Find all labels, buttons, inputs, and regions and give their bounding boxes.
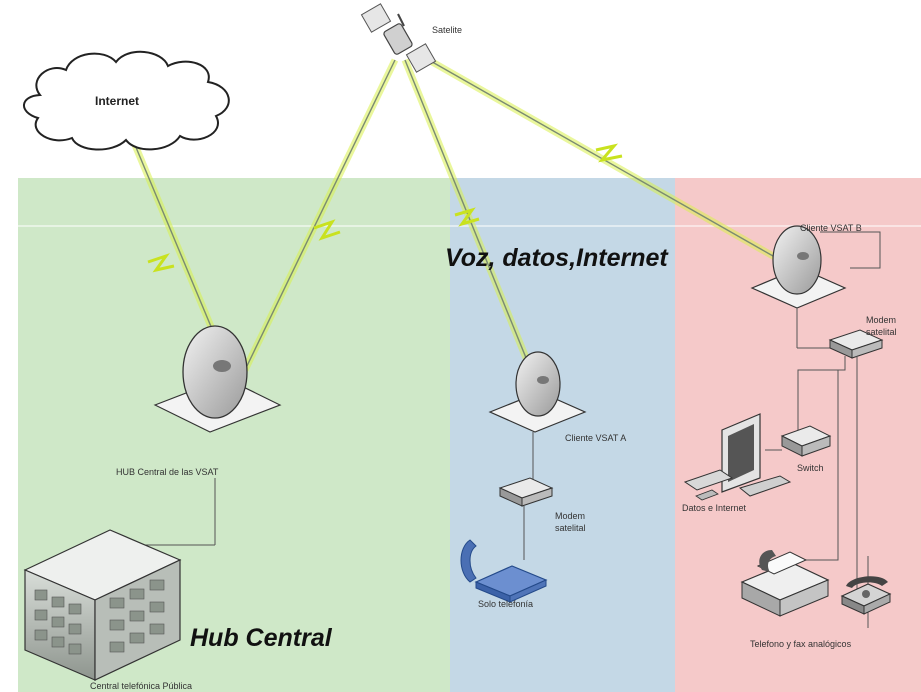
satellite-icon [360,3,437,73]
hub-dish-icon [153,325,282,433]
hub-dish-label: HUB Central de las VSAT [116,467,219,477]
client-b-label-leader [820,231,881,269]
satellite-label: Satelite [432,25,463,35]
solo-telefonia-label: Solo telefonía [478,599,534,609]
client-b-dish-icon [750,225,847,309]
client-a-dish-icon [488,351,587,433]
telephone-icon [840,576,892,615]
client-b-label: Cliente VSAT B [800,223,862,233]
link-satellite-client-a [401,58,539,382]
switch-label: Switch [797,463,824,473]
internet-cloud [23,50,230,151]
voz-datos-internet-heading: Voz, datos,Internet [445,244,668,272]
modem-b-label: Modem satelital [866,315,897,337]
datos-internet-label: Datos e Internet [682,503,747,513]
link-satellite-client-b [418,51,782,264]
client-a-modem-icon [498,477,554,507]
client-b-fax-line [795,370,839,561]
client-b-lan-lines [797,356,846,430]
switch-icon [780,425,832,457]
central-telefonica-label: Central telefónica Pública [90,681,193,691]
link-internet-hub [131,143,229,362]
hub-central-title: Hub Central [190,624,332,652]
computer-icon [683,413,792,501]
telephone-exchange-icon [23,529,182,681]
internet-label: Internet [95,94,140,108]
link-satellite-hub [241,58,399,372]
client-a-label: Cliente VSAT A [565,433,627,443]
telefono-fax-label: Telefono y fax analógicos [750,639,852,649]
client-b-modem-icon [828,329,884,359]
client-a-telephone-icon [460,539,548,603]
modem-a-label: Modem satelital [555,511,586,533]
fax-machine-icon [740,550,830,617]
